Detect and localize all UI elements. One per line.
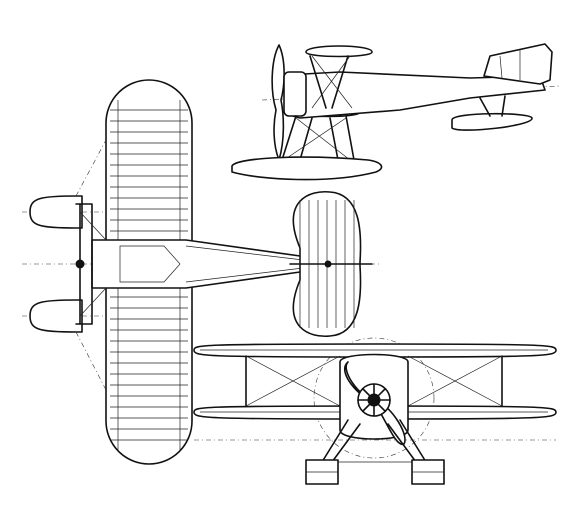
front-prop-disc: [313, 337, 435, 459]
side-float-strut: [281, 115, 297, 161]
plan-float-upper: [29, 195, 83, 229]
plan-float-frame: [75, 203, 93, 325]
side-engine-cowl: [283, 71, 307, 117]
plan-prop-hub: [75, 259, 85, 269]
side-view: [231, 43, 561, 181]
side-strut: [331, 55, 349, 109]
side-main-float: [231, 156, 383, 181]
side-tail-float: [451, 112, 533, 131]
plan-wing-ribs: [110, 109, 188, 441]
front-float-strut: [321, 419, 349, 463]
side-upper-wing: [305, 45, 373, 58]
front-view: [193, 337, 557, 485]
plan-float-lower: [29, 299, 83, 333]
side-strut: [309, 55, 327, 109]
front-upper-wing: [193, 343, 557, 358]
side-propeller: [271, 44, 285, 161]
side-tail-fin: [483, 43, 553, 85]
top-view: [22, 79, 380, 465]
